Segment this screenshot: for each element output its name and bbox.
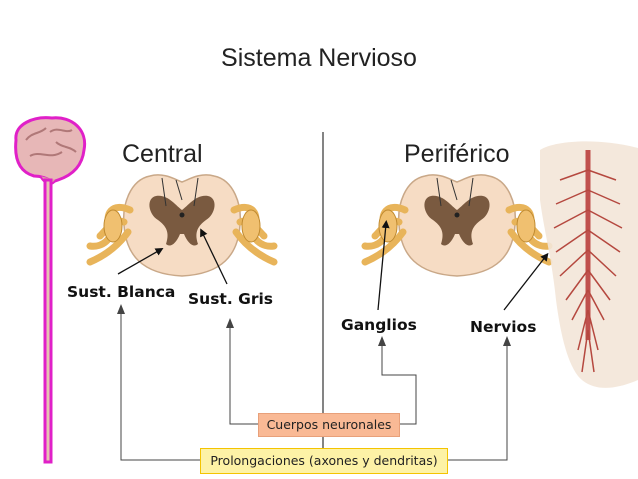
page-title: Sistema Nervioso: [221, 44, 417, 72]
brain-spinal-cord-illustration: [14, 116, 87, 464]
peripheral-spinal-cord-section: [361, 174, 553, 277]
central-spinal-cord-section: [86, 174, 278, 277]
connector-prolong-to-white: [120, 310, 200, 461]
connector-prolong-to-nerves: [446, 342, 508, 461]
label-gray-matter: Sust. Gris: [188, 290, 274, 308]
arrow-ganglia: [377, 220, 390, 311]
label-ganglia: Ganglios: [341, 316, 417, 334]
connector-cuerpos-to-ganglia: [381, 342, 417, 425]
arrow-white-matter: [117, 248, 164, 275]
label-nerves: Nervios: [470, 318, 537, 336]
peripheral-nervous-system-illustration: [540, 141, 638, 388]
box-neuronal-bodies: Cuerpos neuronales: [258, 413, 400, 437]
section-central: Central: [122, 140, 203, 168]
label-white-matter: Sust. Blanca: [67, 283, 176, 301]
section-peripheral: Periférico: [404, 140, 510, 168]
arrow-nerves: [503, 252, 549, 311]
arrow-gray-matter: [200, 228, 228, 285]
box-extensions: Prolongaciones (axones y dendritas): [200, 448, 448, 474]
connector-cuerpos-to-gray: [229, 324, 258, 425]
